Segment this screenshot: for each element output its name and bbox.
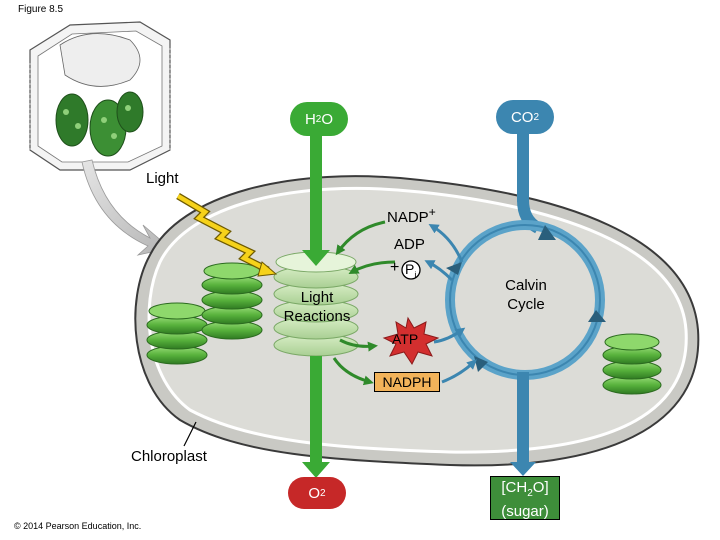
plus-sign: +: [390, 259, 400, 276]
chloroplast-leader-line: [183, 421, 197, 447]
adp-label: ADP: [394, 236, 425, 253]
o2-arrow-shaft: [310, 356, 322, 464]
atp-to-calvin-arrow: [433, 327, 466, 344]
calvin-arrowhead-3: [474, 356, 488, 372]
light-to-nadph-arrow: [332, 357, 374, 386]
adp-to-light-arrow: [348, 260, 396, 274]
granum-stack-2: [201, 262, 263, 340]
sugar-box: [CH2O] (sugar): [490, 476, 560, 520]
calvin-arrowhead-1: [538, 225, 556, 240]
light-label: Light: [146, 170, 179, 187]
figure-label: Figure 8.5: [18, 4, 64, 15]
calvin-arrowhead-2: [588, 310, 606, 322]
grana-left: [146, 262, 263, 365]
granum-stack-1: [146, 302, 208, 365]
calvin-arrowhead-4: [446, 262, 462, 275]
light-reactions-label: Light Reactions: [283, 289, 351, 325]
light-to-atp-arrow: [339, 338, 378, 352]
nadp-to-light-arrow: [335, 220, 386, 256]
h2o-arrowhead: [302, 250, 330, 266]
copyright-text: © 2014 Pearson Education, Inc.: [14, 521, 142, 531]
plant-cell-illustration: [29, 21, 171, 171]
nadph-to-calvin-arrow: [441, 359, 477, 384]
light-zigzag-icon: [176, 192, 278, 277]
o2-arrowhead: [302, 462, 330, 478]
atp-label: ATP: [392, 331, 419, 347]
granum-right: [602, 333, 662, 395]
nadp-label: NADP+: [387, 205, 436, 226]
calvin-cycle-label: Calvin Cycle: [505, 277, 547, 313]
sugar-arrow-shaft: [517, 372, 529, 464]
sugar-arrowhead: [510, 462, 536, 476]
nadph-box: NADPH: [374, 372, 440, 392]
h2o-arrow-shaft: [310, 132, 322, 254]
atp-starburst: [382, 316, 440, 365]
pi-circle: [401, 260, 421, 280]
pi-label: Pi: [405, 261, 417, 280]
calvin-to-nadp-arrow: [428, 223, 464, 263]
chloroplast-label: Chloroplast: [131, 448, 207, 465]
calvin-to-adp-arrow: [424, 260, 454, 282]
